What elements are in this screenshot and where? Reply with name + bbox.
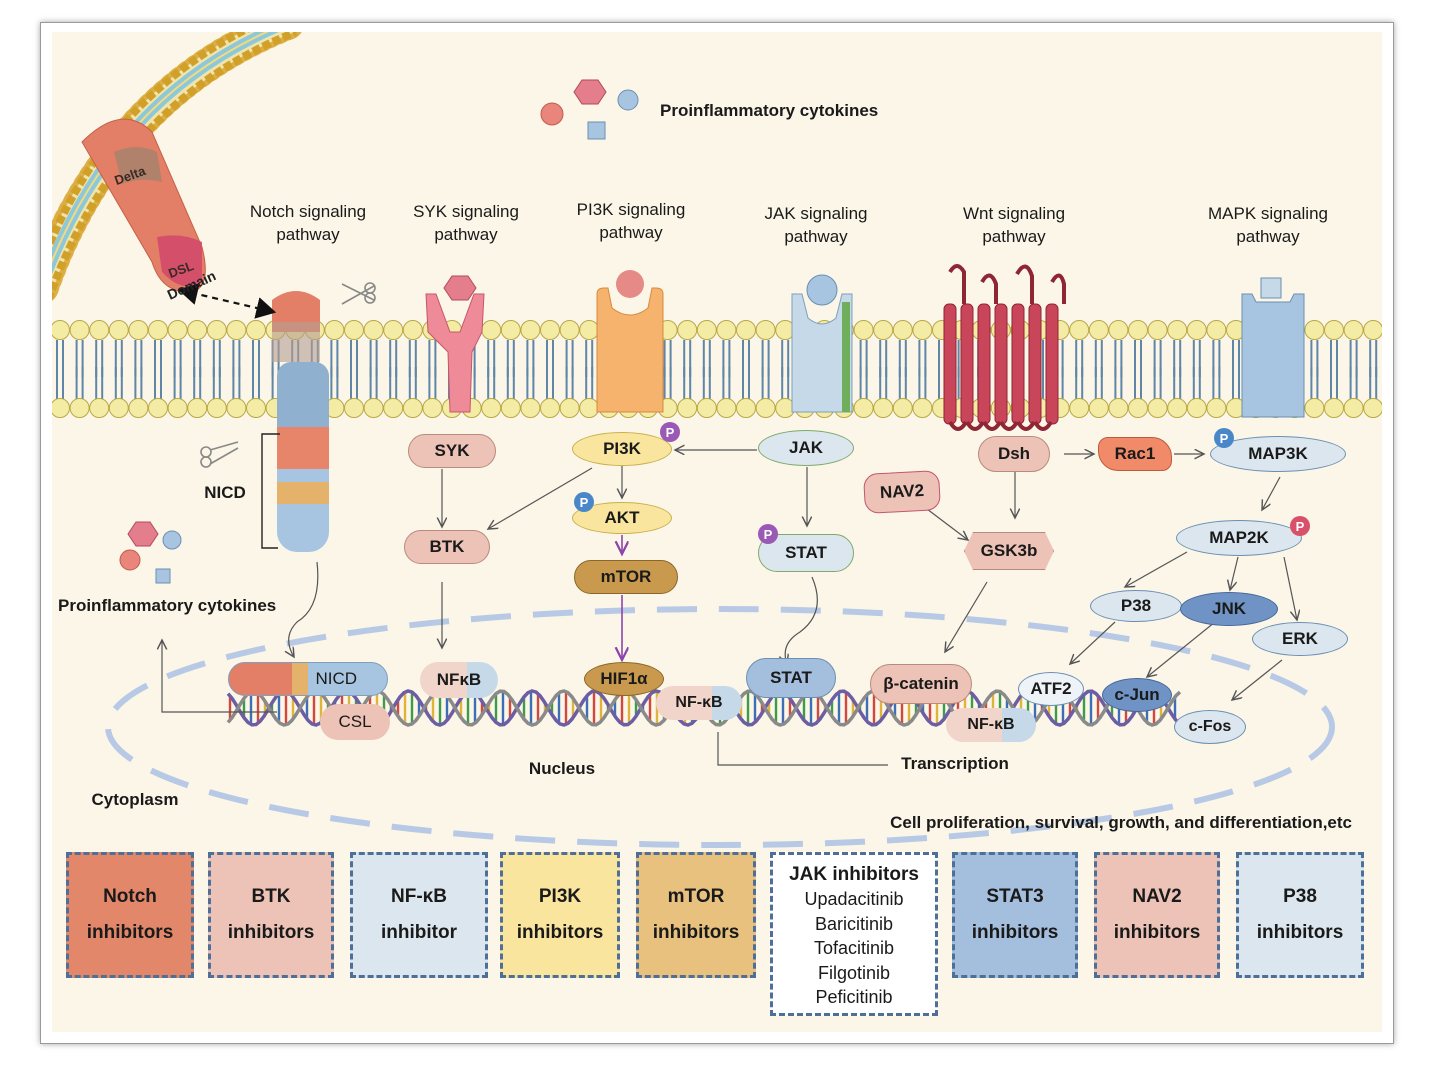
pathway-diagram-svg bbox=[52, 32, 1382, 848]
csl-protein: CSL bbox=[320, 704, 390, 740]
phospho-badge: P bbox=[758, 524, 778, 544]
drug-peficitinib: Peficitinib bbox=[815, 987, 893, 1007]
dsh-protein: Dsh bbox=[978, 436, 1050, 472]
gsk3b-protein: GSK3b bbox=[964, 532, 1054, 570]
phospho-badge: P bbox=[574, 492, 594, 512]
nfkb-pi3k-protein: NF-κB bbox=[656, 686, 742, 720]
cytokines-left-label: Proinflammatory cytokines bbox=[58, 596, 277, 615]
stat-nuclear-protein: STAT bbox=[746, 658, 836, 698]
pi3k-protein: PI3K bbox=[572, 432, 672, 466]
cytokines-top bbox=[540, 79, 639, 140]
jak-protein: JAK bbox=[758, 430, 854, 466]
nucleus-envelope bbox=[105, 606, 1335, 848]
wnt-receptor bbox=[943, 264, 1066, 431]
phospho-badge: P bbox=[1214, 428, 1234, 448]
nicd-label: NICD bbox=[204, 483, 246, 502]
syk-protein: SYK bbox=[408, 434, 496, 468]
scissors-icon bbox=[341, 282, 376, 305]
drug-tofacitinib: Tofacitinib bbox=[813, 938, 895, 958]
delta-ligand bbox=[81, 118, 206, 293]
jak-inhibitors-box: JAK inhibitors Upadacitinib Baricitinib … bbox=[770, 852, 938, 1016]
plasma-membrane bbox=[52, 320, 1382, 418]
akt-protein: AKT bbox=[572, 502, 672, 534]
jnk-protein: JNK bbox=[1180, 592, 1278, 626]
hif1a-protein: HIF1α bbox=[584, 662, 664, 696]
nfkb-wnt-protein: NF-κB bbox=[946, 708, 1036, 742]
nicd-nuclear: NICD bbox=[228, 662, 388, 696]
rac1-protein: Rac1 bbox=[1098, 437, 1172, 471]
jak-receptor bbox=[791, 274, 853, 413]
syk-receptor bbox=[425, 275, 485, 413]
notch-receptor bbox=[272, 291, 329, 552]
nfkb-syk-protein: NFκB bbox=[420, 662, 498, 698]
arrows bbox=[162, 450, 1297, 766]
c-jun-protein: c-Jun bbox=[1102, 678, 1172, 712]
mapk-receptor bbox=[1241, 277, 1305, 418]
atf2-protein: ATF2 bbox=[1018, 672, 1084, 706]
c-fos-protein: c-Fos bbox=[1174, 710, 1246, 744]
nucleus-label: Nucleus bbox=[528, 759, 596, 778]
phospho-badge: P bbox=[1290, 516, 1310, 536]
drug-upadacitinib: Upadacitinib bbox=[804, 889, 904, 909]
p38-protein: P38 bbox=[1090, 590, 1182, 622]
mtor-protein: mTOR bbox=[574, 560, 678, 594]
nicd-bracket bbox=[261, 433, 280, 549]
drug-filgotinib: Filgotinib bbox=[817, 962, 891, 983]
cytokines-top-label: Proinflammatory cytokines bbox=[660, 101, 879, 120]
cytokines-left bbox=[119, 521, 182, 584]
outcome-label: Cell proliferation, survival, growth, an… bbox=[890, 813, 1352, 832]
cytoplasm-label: Cytoplasm bbox=[91, 790, 179, 809]
ligand-binding-arrow bbox=[177, 283, 277, 319]
nav2-protein: NAV2 bbox=[863, 470, 941, 514]
btk-protein: BTK bbox=[404, 530, 490, 564]
pi3k-receptor bbox=[596, 270, 664, 413]
beta-catenin-protein: β-catenin bbox=[870, 664, 972, 704]
transcription-label: Transcription bbox=[901, 754, 1009, 773]
erk-protein: ERK bbox=[1252, 622, 1348, 656]
phospho-badge: P bbox=[660, 422, 680, 442]
map2k-protein: MAP2K bbox=[1176, 520, 1302, 556]
scissors-icon bbox=[200, 441, 239, 468]
drug-baricitinib: Baricitinib bbox=[814, 913, 894, 934]
